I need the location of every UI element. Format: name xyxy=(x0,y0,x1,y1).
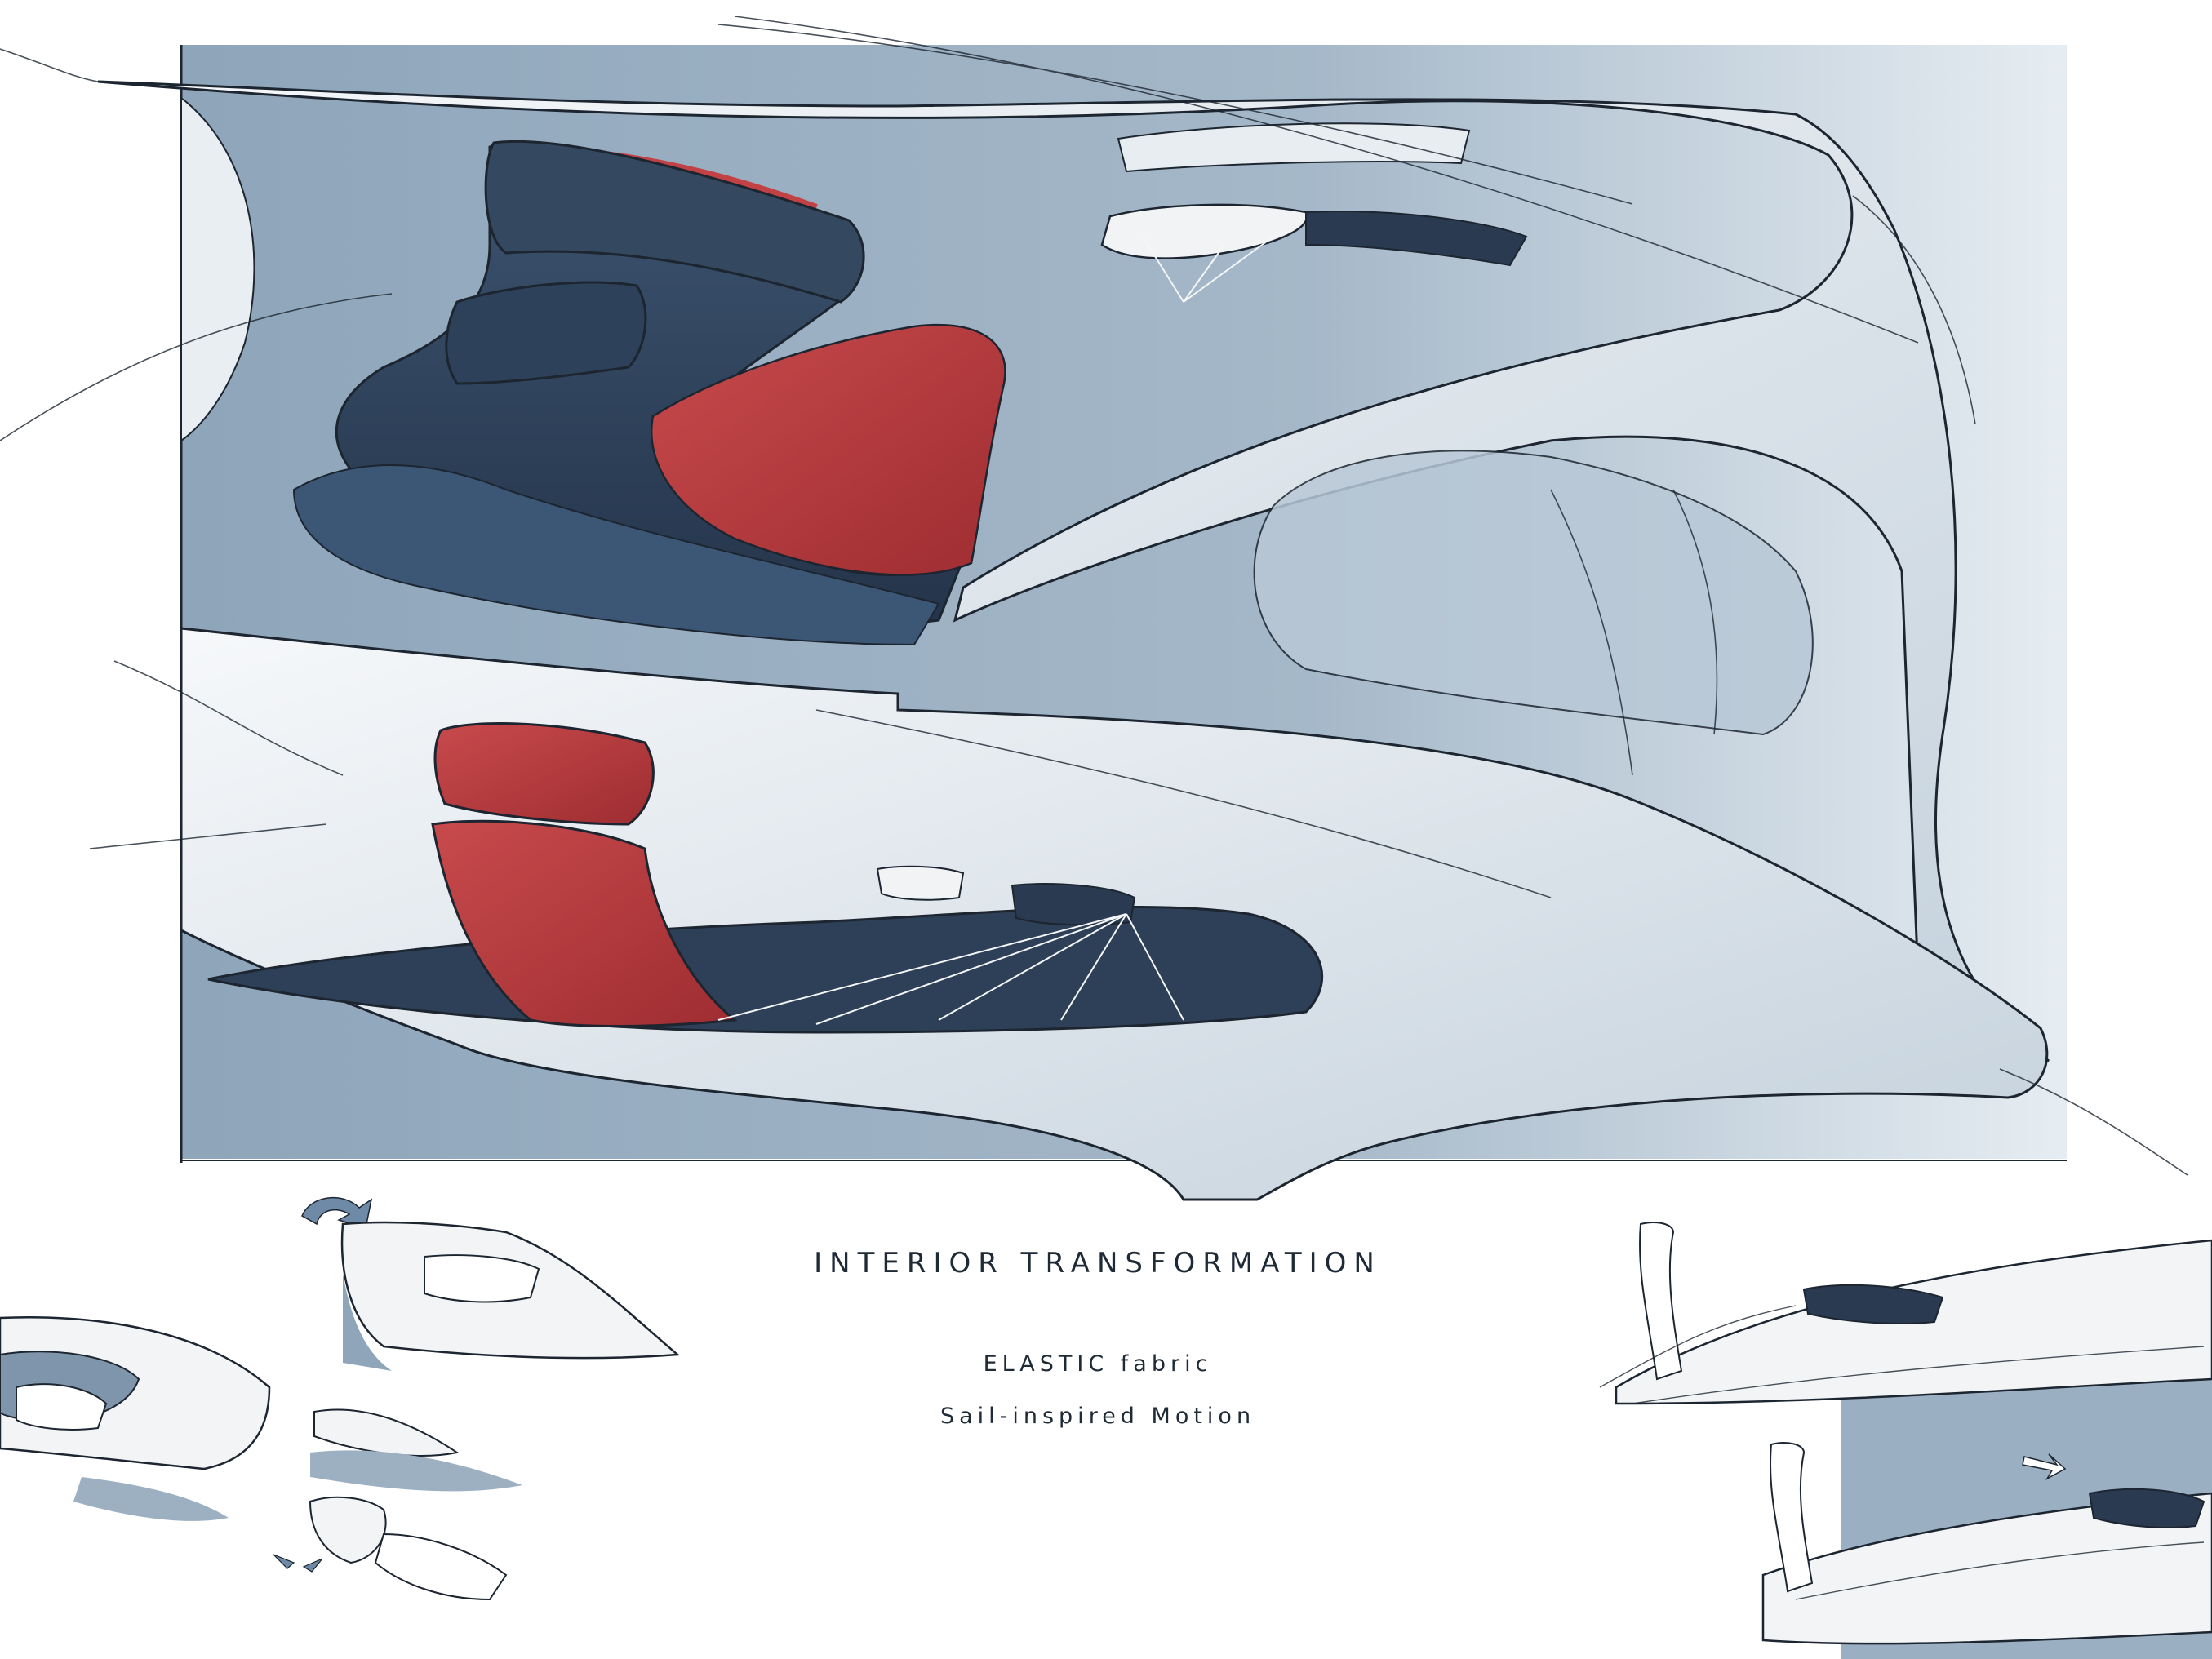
left-armrest xyxy=(16,1383,108,1431)
rotation-armrest xyxy=(424,1254,540,1303)
right-sketch-strokes xyxy=(1599,1305,2205,1600)
caption-sail-motion: Sail-inspired Motion xyxy=(939,1404,1256,1429)
left-shadow xyxy=(73,1477,229,1521)
right-seat-upright xyxy=(1639,1222,1683,1381)
main-interior-rendering xyxy=(0,16,2188,1201)
upper-seat-back xyxy=(484,140,865,304)
lower-controller xyxy=(876,865,965,901)
left-pillar xyxy=(180,95,255,442)
dashboard-seat-sketch xyxy=(1599,1222,2212,1659)
rotation-shadow xyxy=(310,1450,522,1492)
compress-head xyxy=(309,1496,387,1564)
sketch-strokes xyxy=(0,16,2188,1176)
passenger-seat-ghost xyxy=(1253,450,1814,736)
upper-seat-cushion xyxy=(650,323,1006,576)
lower-seat xyxy=(431,819,738,1027)
right-seat-upright-lower xyxy=(1770,1442,1814,1593)
upper-body-surface xyxy=(97,80,2050,1062)
sheet-title: INTERIOR TRANSFORMATION xyxy=(814,1247,1382,1280)
rotate-arrow-icon xyxy=(301,1196,373,1229)
upper-armrest-box xyxy=(445,281,647,385)
compress-arrows-icon xyxy=(273,1554,323,1573)
right-armrest-pod xyxy=(1802,1284,1944,1324)
sail-cables xyxy=(717,236,1274,1025)
slide-arrow-icon xyxy=(2022,1453,2067,1480)
lower-armrest-pod xyxy=(1011,883,1136,926)
armrest-rotation-sketch xyxy=(0,1196,681,1601)
caption-elastic-fabric: ELASTIC fabric xyxy=(983,1351,1213,1377)
dashboard-top xyxy=(1117,122,1471,173)
steering-controller xyxy=(1100,203,1308,259)
right-armrest-pod-lower xyxy=(2088,1488,2205,1528)
upper-floor xyxy=(292,464,940,646)
dash-stalk xyxy=(1305,211,1528,267)
right-dash-lower xyxy=(1761,1492,2212,1645)
rotation-blade xyxy=(313,1408,460,1457)
lower-headrest xyxy=(433,722,655,826)
rotation-piece-side xyxy=(343,1273,392,1371)
compress-armrest xyxy=(374,1533,508,1601)
